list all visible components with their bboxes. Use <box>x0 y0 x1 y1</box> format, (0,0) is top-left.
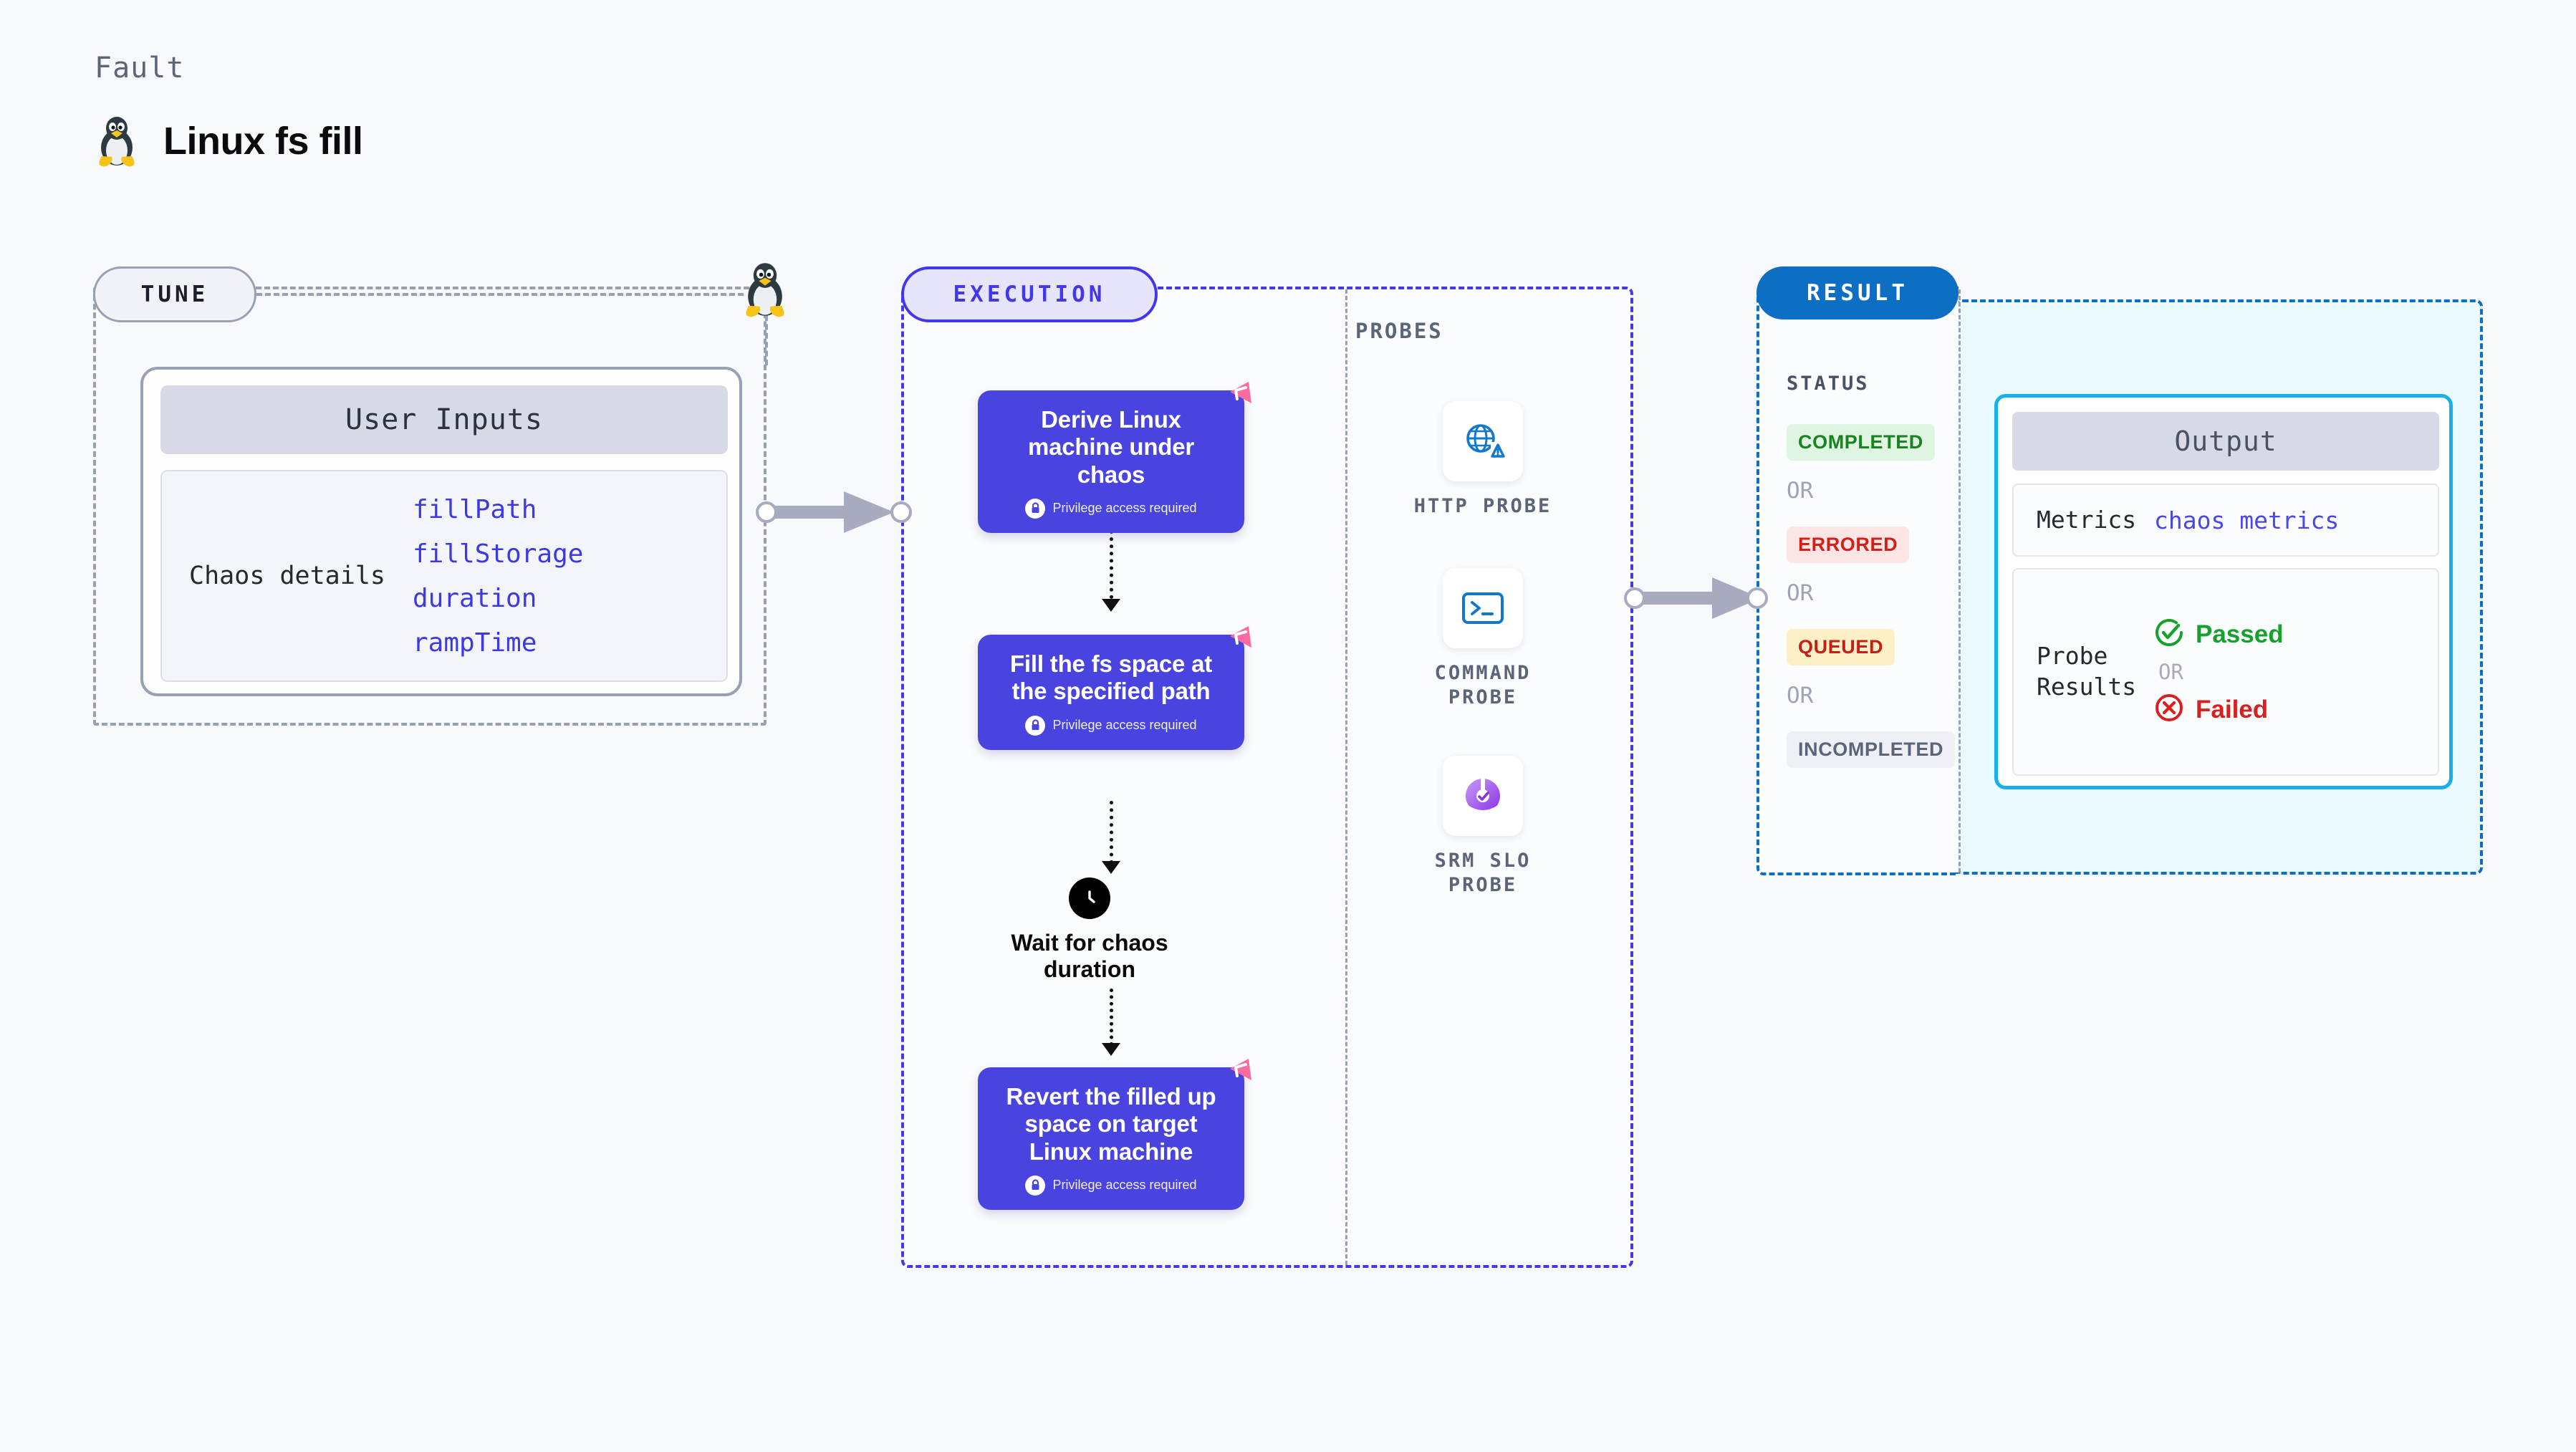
connector-tune-to-execution <box>765 487 905 541</box>
execution-step-title: Fill the fs space at the specified path <box>1009 650 1213 705</box>
flow-arrow-head <box>1102 1043 1120 1056</box>
probe-result-or: OR <box>2158 660 2183 684</box>
chaos-details-row: Chaos details fillPath fillStorage durat… <box>160 470 728 682</box>
terminal-icon <box>1443 568 1523 648</box>
user-inputs-header: User Inputs <box>160 385 728 454</box>
execution-step-note-text: Privilege access required <box>1052 718 1197 733</box>
tune-connector-horizontal <box>256 293 744 296</box>
tune-connector-vertical <box>765 315 768 365</box>
tune-pill-label[interactable]: TUNE <box>93 266 256 322</box>
probe-result-passed-label: Passed <box>2196 620 2284 648</box>
check-circle-icon <box>2154 617 2184 651</box>
status-badge-incompleted-label: INCOMPLETED <box>1798 739 1944 760</box>
execution-step-title: Derive Linux machine under chaos <box>1027 406 1195 488</box>
flow-arrow-head <box>1102 599 1120 612</box>
globe-warning-icon <box>1443 401 1523 481</box>
lock-icon <box>1025 498 1046 519</box>
linux-penguin-icon <box>95 115 139 168</box>
probe-item-srm-slo[interactable]: SRM SLO PROBE <box>1397 756 1569 898</box>
probe-result-failed: Failed <box>2154 693 2284 726</box>
input-fillstorage[interactable]: fillStorage <box>413 539 584 569</box>
chaos-flag-icon <box>1223 1054 1256 1091</box>
probe-item-command[interactable]: COMMAND PROBE <box>1397 568 1569 710</box>
output-metrics-key: Metrics <box>2037 505 2137 534</box>
chaos-details-values: fillPath fillStorage duration rampTime <box>413 495 583 658</box>
output-probe-results-key: Probe Results <box>2037 642 2137 701</box>
chaos-flag-icon <box>1223 378 1256 414</box>
status-badge-queued: QUEUED <box>1787 629 1895 665</box>
connector-start-dot-tune <box>756 501 777 523</box>
output-metrics-row: Metrics chaos metrics <box>2012 484 2439 557</box>
lock-icon <box>1025 715 1046 736</box>
connector-start-dot-probes <box>1624 587 1645 609</box>
chaos-details-key: Chaos details <box>189 562 385 590</box>
execution-probes-divider <box>1345 289 1347 1265</box>
page-kicker: Fault <box>95 52 185 85</box>
chaos-flag-icon <box>1223 622 1256 658</box>
status-badge-incompleted: INCOMPLETED <box>1787 731 1956 768</box>
execution-step-note: Privilege access required <box>995 498 1227 519</box>
connector-end-dot-result <box>1746 587 1768 609</box>
result-status-panel <box>1756 287 1959 875</box>
probe-result-passed: Passed <box>2154 617 2284 651</box>
execution-step-note-text: Privilege access required <box>1052 1178 1197 1193</box>
probe-results-stack: Passed OR Failed <box>2154 617 2284 726</box>
execution-step-note: Privilege access required <box>995 715 1227 736</box>
slo-donut-check-icon <box>1443 756 1523 836</box>
probe-label-srm-slo: SRM SLO PROBE <box>1434 850 1532 896</box>
input-duration[interactable]: duration <box>413 583 537 613</box>
connector-end-dot-execution <box>890 501 912 523</box>
x-circle-icon <box>2154 693 2184 726</box>
input-fillpath[interactable]: fillPath <box>413 494 537 524</box>
status-or-2: OR <box>1787 580 1814 606</box>
status-or-3: OR <box>1787 683 1814 708</box>
flow-arrow-line <box>1110 801 1113 864</box>
linux-penguin-icon <box>741 261 789 322</box>
execution-step-card[interactable]: Fill the fs space at the specified path … <box>978 626 1251 750</box>
output-metrics-value[interactable]: chaos metrics <box>2154 506 2340 534</box>
probes-title: PROBES <box>1355 319 1443 343</box>
user-inputs-card: User Inputs Chaos details fillPath fillS… <box>140 367 742 696</box>
output-probe-results-row: Probe Results Passed OR <box>2012 568 2439 776</box>
page-title-row: Linux fs fill <box>95 115 363 168</box>
execution-pill-label[interactable]: EXECUTION <box>901 266 1158 322</box>
probe-item-http[interactable]: HTTP PROBE <box>1397 401 1569 519</box>
status-badge-completed: COMPLETED <box>1787 424 1935 461</box>
flow-arrow-line <box>1110 989 1113 1046</box>
probe-result-failed-label: Failed <box>2196 695 2269 723</box>
status-badge-errored: ERRORED <box>1787 527 1910 563</box>
lock-icon <box>1025 1175 1046 1196</box>
flow-arrow-line <box>1110 530 1113 599</box>
status-badge-errored-label: ERRORED <box>1798 534 1898 555</box>
status-or-1: OR <box>1787 478 1814 504</box>
execution-step-card[interactable]: Derive Linux machine under chaos Privile… <box>978 382 1251 533</box>
status-badge-completed-label: COMPLETED <box>1798 431 1923 453</box>
execution-step-title: Revert the filled up space on target Lin… <box>1006 1083 1216 1165</box>
output-card: Output Metrics chaos metrics Probe Resul… <box>1994 394 2453 789</box>
execution-step-note: Privilege access required <box>995 1175 1227 1196</box>
input-ramptime[interactable]: rampTime <box>413 628 537 658</box>
output-header: Output <box>2012 412 2439 471</box>
page-title: Linux fs fill <box>163 120 363 163</box>
status-title: STATUS <box>1787 372 1870 395</box>
flow-arrow-head <box>1102 861 1120 874</box>
wait-label: Wait for chaos duration <box>1011 930 1168 983</box>
result-pill-label[interactable]: RESULT <box>1756 266 1959 319</box>
execution-step-note-text: Privilege access required <box>1052 501 1197 516</box>
status-badge-queued-label: QUEUED <box>1798 636 1884 658</box>
probe-label-http: HTTP PROBE <box>1413 495 1552 517</box>
result-status-divider <box>1959 289 1961 872</box>
clock-icon <box>1069 878 1110 919</box>
execution-step-card[interactable]: Revert the filled up space on target Lin… <box>978 1059 1251 1210</box>
connector-execution-to-result <box>1633 573 1769 627</box>
probe-label-command: COMMAND PROBE <box>1434 662 1532 708</box>
